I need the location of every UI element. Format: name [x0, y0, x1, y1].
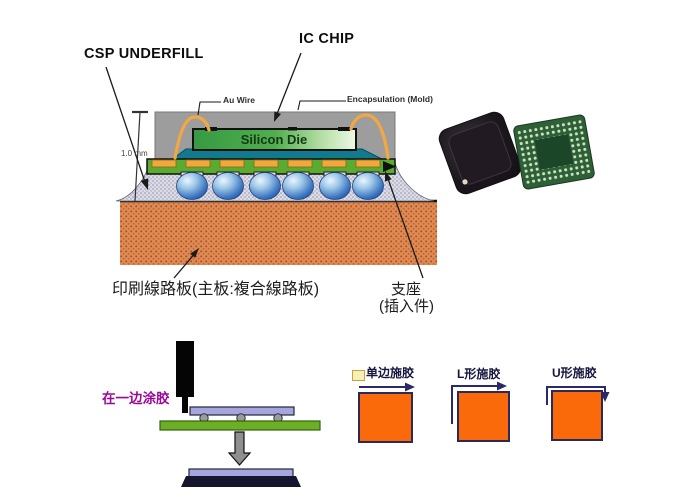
au-wire-label: Au Wire — [223, 95, 256, 105]
substrate-pads — [151, 159, 381, 168]
gold-wire-left — [173, 115, 211, 160]
pattern-label-single-edge: 单边施胶 — [366, 366, 415, 380]
l-shape-arrow — [451, 385, 498, 424]
die-top-marks — [205, 127, 350, 131]
height-dimension-label: 1.0 mm — [121, 149, 148, 158]
csp-cross-section: Silicon Die — [105, 52, 437, 279]
ic-chip-label: IC CHIP — [299, 31, 355, 47]
gold-wire-right — [349, 113, 390, 160]
pattern-label-l-shape: L形施胶 — [457, 367, 501, 381]
u-shape-arrow — [546, 386, 606, 405]
pattern-square-u-shape — [551, 390, 603, 441]
height-dimension — [132, 110, 148, 202]
green-bga-chip-photo — [513, 114, 595, 190]
finished-underfill-base — [181, 476, 301, 487]
dispenser-needle — [176, 341, 194, 397]
pcb-strip — [159, 420, 321, 431]
finished-chip — [188, 468, 294, 478]
leader-arrowheads — [140, 111, 392, 258]
bullet-image-icon — [352, 370, 365, 381]
silicon-die-label: Silicon Die — [241, 132, 307, 147]
solder-balls — [176, 172, 384, 200]
pcb-label: 印刷線路板(主板:複合線路板) — [112, 281, 320, 298]
leader-lines — [105, 52, 424, 279]
csp-underfill-label: CSP UNDERFILL — [84, 46, 204, 62]
black-ic-chip-photo — [438, 111, 522, 195]
pattern-square-single-edge — [358, 392, 413, 443]
dispense-diagram — [159, 341, 321, 487]
support-label-line1: 支座 — [391, 281, 422, 298]
dispense-side-label: 在一边涂胶 — [102, 391, 170, 406]
encapsulation-label: Encapsulation (Mold) — [347, 94, 433, 104]
pattern-label-u-shape: U形施胶 — [552, 366, 597, 380]
silicon-die — [192, 128, 357, 151]
substrate-end-arrow — [383, 161, 396, 172]
dispenser-tip — [182, 397, 188, 413]
pattern-square-l-shape — [457, 391, 510, 442]
pcb-board — [120, 201, 437, 265]
process-down-arrow — [227, 431, 252, 466]
pattern-arrows — [359, 385, 606, 424]
support-label-line2: (插入件) — [379, 298, 434, 315]
